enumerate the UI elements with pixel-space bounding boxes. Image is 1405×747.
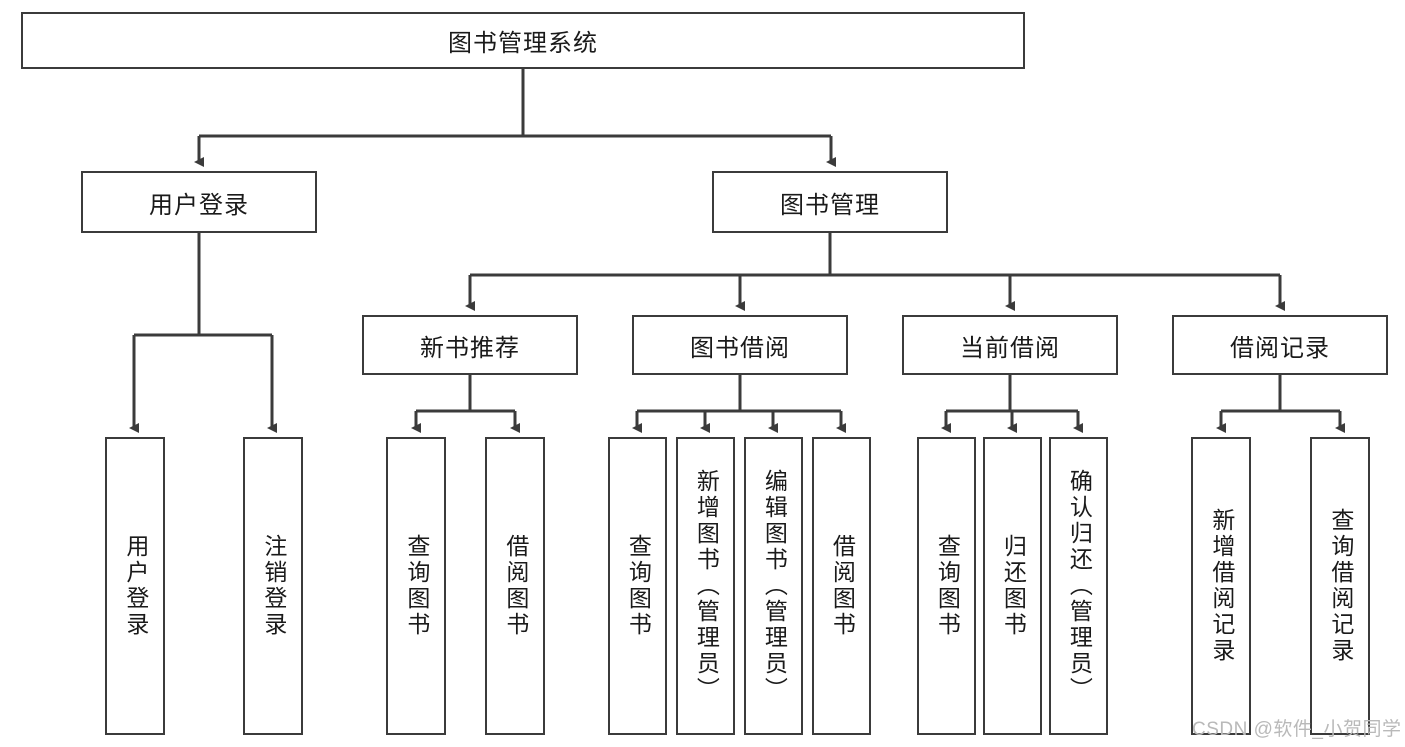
node-label: 用户登录: [122, 534, 149, 638]
node-user-login[interactable]: 用户登录: [81, 171, 317, 233]
node-current-borrow[interactable]: 当前借阅: [902, 315, 1118, 375]
node-label: 查询借阅记录: [1327, 508, 1354, 664]
leaf-query-book-cur[interactable]: 查询图书: [917, 437, 976, 735]
node-label: 当前借阅: [960, 334, 1060, 362]
node-label: 查询图书: [403, 534, 430, 638]
node-label: 注销登录: [260, 534, 287, 638]
leaf-add-book[interactable]: 新增图书（管理员）: [676, 437, 735, 735]
leaf-return-book[interactable]: 归还图书: [983, 437, 1042, 735]
node-label: 借阅图书: [829, 534, 856, 638]
node-label: 图书管理: [780, 191, 880, 219]
node-root[interactable]: 图书管理系统: [21, 12, 1025, 69]
node-label: 新书推荐: [420, 334, 520, 362]
node-label: 查询图书: [625, 534, 652, 638]
node-book-borrow[interactable]: 图书借阅: [632, 315, 848, 375]
leaf-edit-book[interactable]: 编辑图书（管理员）: [744, 437, 803, 735]
leaf-query-book-rec[interactable]: 查询图书: [386, 437, 446, 735]
node-label: 确认归还（管理员）: [1066, 469, 1093, 703]
node-borrow-record[interactable]: 借阅记录: [1172, 315, 1388, 375]
node-label: 编辑图书（管理员）: [761, 469, 788, 703]
node-new-book-rec[interactable]: 新书推荐: [362, 315, 578, 375]
leaf-query-book-borrow[interactable]: 查询图书: [608, 437, 667, 735]
node-book-manage[interactable]: 图书管理: [712, 171, 948, 233]
watermark: CSDN @软件_小贺同学: [1192, 719, 1402, 740]
node-label: 新增图书（管理员）: [693, 469, 720, 703]
leaf-confirm-return[interactable]: 确认归还（管理员）: [1049, 437, 1108, 735]
node-label: 归还图书: [1000, 534, 1027, 638]
node-label: 借阅记录: [1230, 334, 1330, 362]
leaf-query-record[interactable]: 查询借阅记录: [1310, 437, 1370, 735]
leaf-user-login[interactable]: 用户登录: [105, 437, 165, 735]
node-label: 新增借阅记录: [1208, 508, 1235, 664]
leaf-add-record[interactable]: 新增借阅记录: [1191, 437, 1251, 735]
leaf-borrow-book-rec[interactable]: 借阅图书: [485, 437, 545, 735]
node-label: 图书管理系统: [448, 30, 598, 57]
node-label: 查询图书: [934, 534, 961, 638]
node-label: 图书借阅: [690, 334, 790, 362]
node-label: 借阅图书: [502, 534, 529, 638]
leaf-logout[interactable]: 注销登录: [243, 437, 303, 735]
node-label: 用户登录: [149, 191, 249, 219]
leaf-borrow-book[interactable]: 借阅图书: [812, 437, 871, 735]
